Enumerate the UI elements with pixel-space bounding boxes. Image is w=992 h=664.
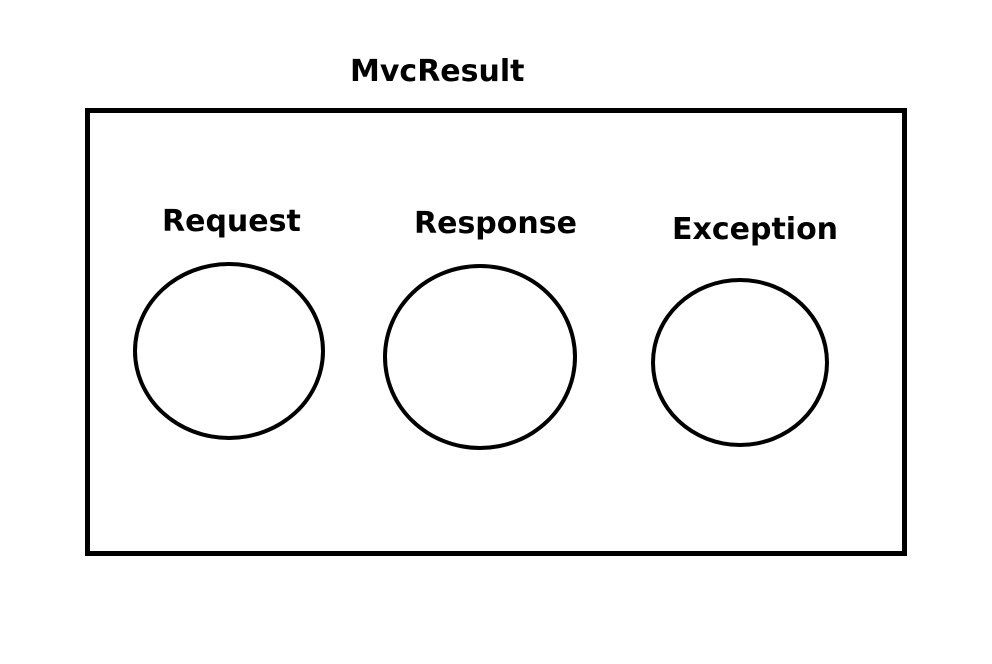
exception-label: Exception: [672, 212, 839, 247]
request-label: Request: [162, 204, 301, 239]
response-label: Response: [414, 206, 577, 241]
response-circle: [383, 264, 577, 450]
diagram-title: MvcResult: [350, 54, 525, 89]
request-circle: [133, 262, 325, 440]
mvc-result-container: [85, 108, 907, 556]
exception-circle: [651, 278, 829, 447]
